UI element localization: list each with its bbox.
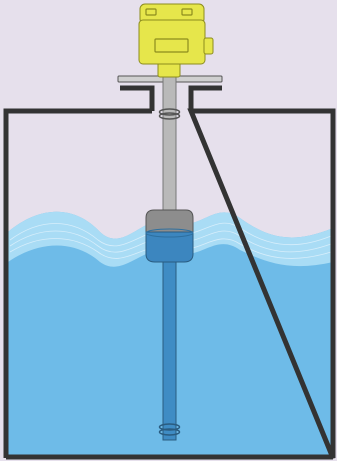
- mounting-nozzle: [120, 85, 222, 111]
- retaining-clip-icon: [158, 108, 181, 120]
- tank-wall: [3, 108, 336, 459]
- float-icon: [145, 209, 194, 263]
- sensor-head-icon: [138, 3, 214, 78]
- probe-rod: [162, 69, 177, 216]
- retaining-clip-icon: [158, 423, 181, 436]
- probe-rod-submerged: [162, 254, 177, 441]
